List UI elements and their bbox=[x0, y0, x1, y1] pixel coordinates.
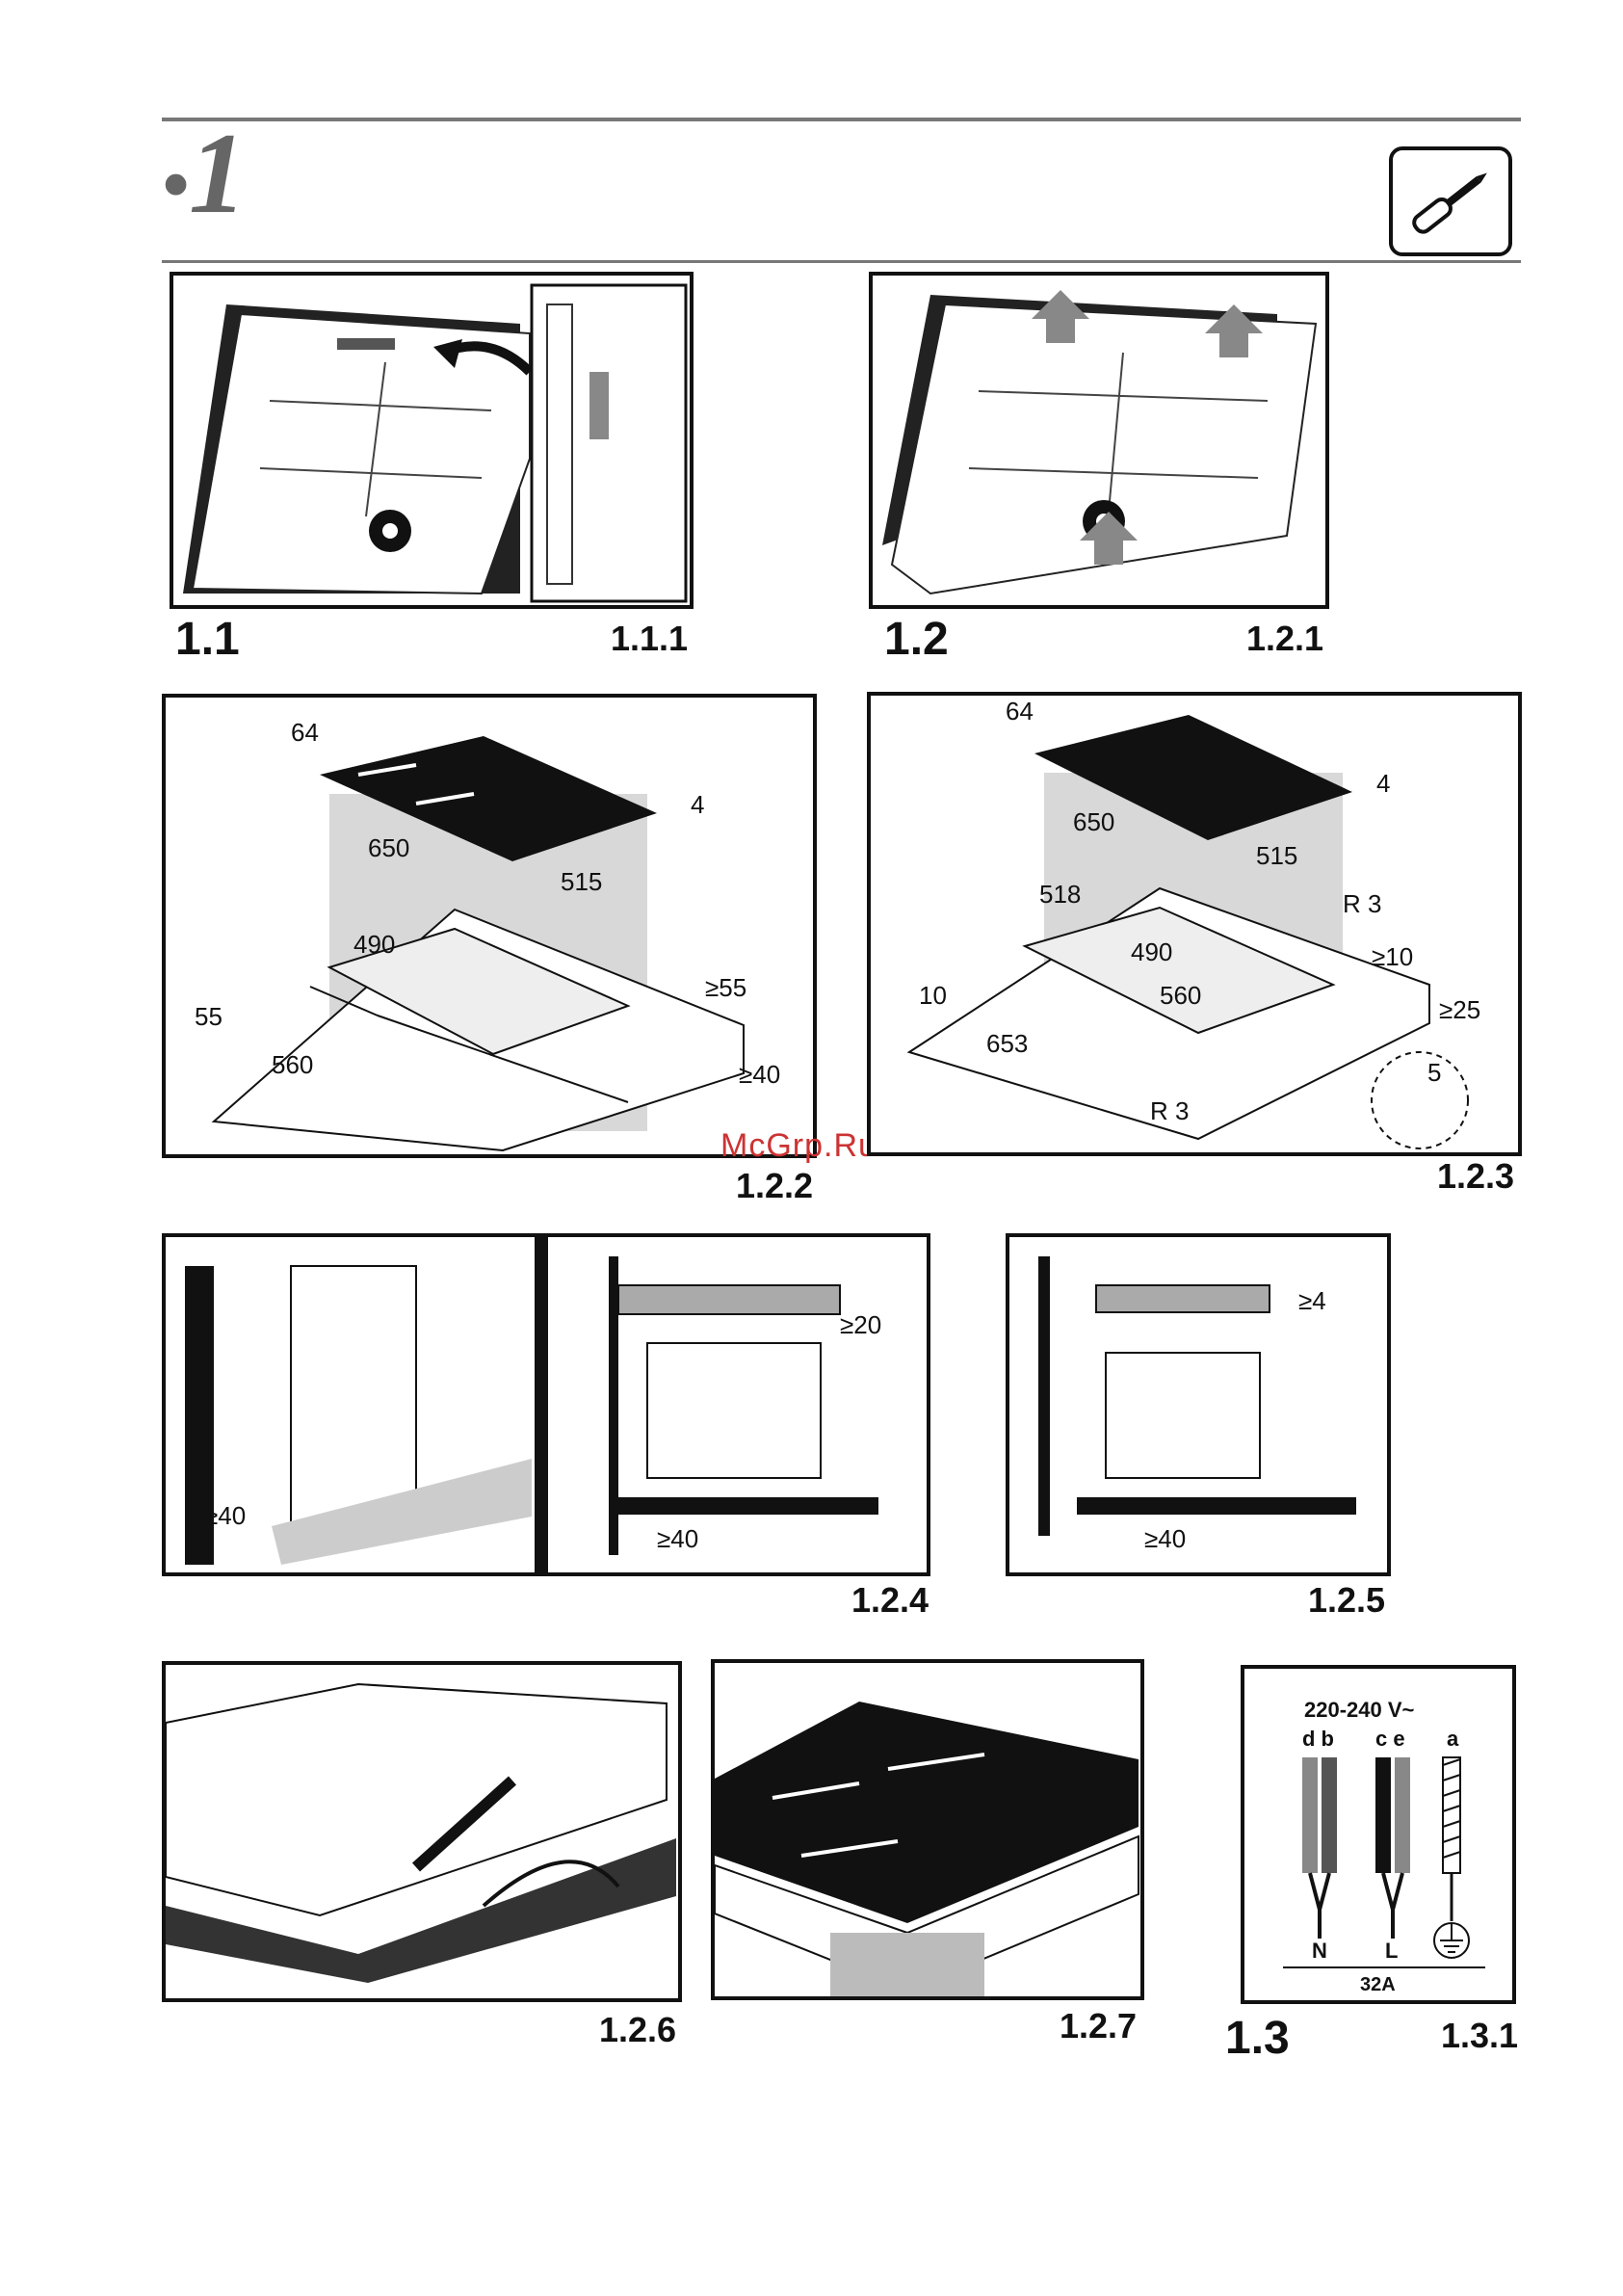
wire-label-ce: c e bbox=[1375, 1727, 1405, 1751]
dim-4: 4 bbox=[691, 790, 704, 819]
dim-25: ≥25 bbox=[1439, 995, 1480, 1024]
figure-1-3-panel: 220-240 V~ d b c e a N L 32A bbox=[1241, 1665, 1516, 2004]
section-number: •1 bbox=[162, 116, 247, 231]
figure-1-1-label: 1.1 bbox=[175, 613, 240, 666]
dim-518: 518 bbox=[1039, 880, 1081, 909]
dim-40-c: ≥40 bbox=[1144, 1524, 1186, 1553]
dim-650-b: 650 bbox=[1073, 807, 1114, 836]
figure-1-1-1-label: 1.1.1 bbox=[611, 619, 688, 659]
dim-40-right: ≥40 bbox=[657, 1524, 698, 1553]
wire-label-a: a bbox=[1447, 1727, 1459, 1751]
dim-650: 650 bbox=[368, 833, 409, 862]
dim-55-left: 55 bbox=[195, 1002, 223, 1031]
dim-64-b: 64 bbox=[1006, 697, 1034, 726]
dim-20: ≥20 bbox=[840, 1310, 881, 1339]
figure-1-2-3-label: 1.2.3 bbox=[1437, 1156, 1514, 1197]
dim-560: 560 bbox=[272, 1050, 313, 1079]
dim-r3-top: R 3 bbox=[1343, 889, 1381, 918]
top-rule bbox=[162, 118, 1521, 121]
figure-1-2-panel bbox=[869, 272, 1329, 609]
dim-490: 490 bbox=[353, 930, 395, 959]
figure-1-2-label: 1.2 bbox=[884, 613, 949, 666]
terminal-l: L bbox=[1385, 1939, 1398, 1963]
figure-1-2-1-label: 1.2.1 bbox=[1246, 619, 1323, 659]
dim-64: 64 bbox=[291, 718, 319, 747]
figure-1-3-1-label: 1.3.1 bbox=[1441, 2016, 1518, 2056]
dim-4-b: 4 bbox=[1376, 769, 1390, 798]
dim-40: ≥40 bbox=[739, 1060, 780, 1089]
screwdriver-icon bbox=[1389, 146, 1512, 256]
figure-1-2-3-panel: 64 4 650 515 518 R 3 490 560 ≥10 10 653 … bbox=[867, 692, 1522, 1156]
dim-5: 5 bbox=[1427, 1058, 1441, 1087]
dim-515-b: 515 bbox=[1256, 841, 1297, 870]
dim-10-left: 10 bbox=[919, 981, 947, 1010]
figure-1-2-6-label: 1.2.6 bbox=[599, 2010, 676, 2050]
dim-55-right: ≥55 bbox=[705, 973, 746, 1002]
dim-r3-bottom: R 3 bbox=[1150, 1096, 1189, 1125]
figure-1-2-7-panel bbox=[711, 1659, 1144, 2000]
figure-1-2-2-panel: 64 4 650 515 490 ≥55 55 560 ≥40 bbox=[162, 694, 817, 1158]
figure-1-3-label: 1.3 bbox=[1225, 2012, 1290, 2065]
header-rule bbox=[162, 260, 1521, 263]
voltage-label: 220-240 V~ bbox=[1304, 1698, 1415, 1722]
figure-1-2-6-panel bbox=[162, 1661, 682, 2002]
figure-1-2-2-label: 1.2.2 bbox=[736, 1166, 813, 1206]
dim-40-left: ≥40 bbox=[204, 1501, 246, 1530]
figure-1-2-4-label: 1.2.4 bbox=[851, 1580, 929, 1621]
wire-label-db: d b bbox=[1302, 1727, 1334, 1751]
terminal-n: N bbox=[1312, 1939, 1327, 1963]
figure-1-2-4-panel: ≥40 ≥20 ≥40 bbox=[162, 1233, 930, 1576]
watermark: McGrp.Ru bbox=[720, 1127, 877, 1165]
dim-10-right: ≥10 bbox=[1372, 942, 1413, 971]
dim-490-b: 490 bbox=[1131, 937, 1172, 966]
ground-symbol-icon bbox=[1434, 1923, 1469, 1958]
dim-515: 515 bbox=[561, 867, 602, 896]
current-rating: 32A bbox=[1360, 1974, 1396, 1995]
dim-653: 653 bbox=[986, 1029, 1028, 1058]
figure-1-2-7-label: 1.2.7 bbox=[1060, 2006, 1137, 2046]
figure-1-2-5-panel: ≥4 ≥40 bbox=[1006, 1233, 1391, 1576]
figure-1-1-panel bbox=[170, 272, 694, 609]
dim-4-c: ≥4 bbox=[1298, 1286, 1326, 1315]
dim-560-b: 560 bbox=[1160, 981, 1201, 1010]
figure-1-2-5-label: 1.2.5 bbox=[1308, 1580, 1385, 1621]
